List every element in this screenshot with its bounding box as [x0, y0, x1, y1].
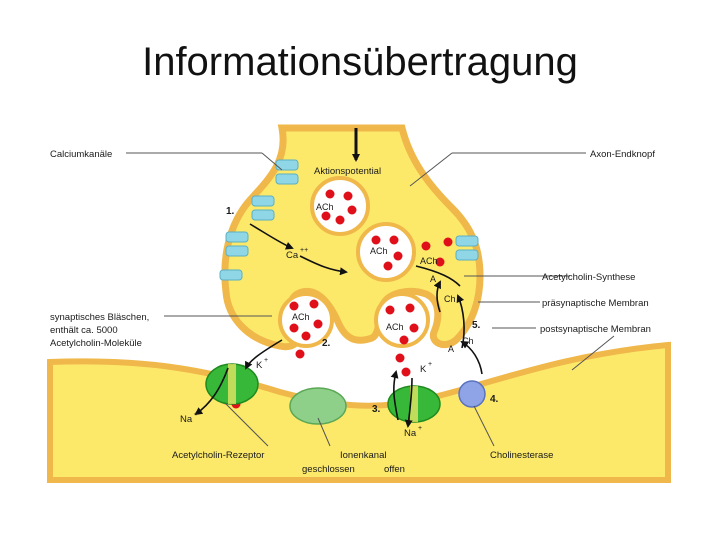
label-na-left-plus: + — [194, 411, 198, 418]
label-step-1: 1. — [226, 206, 235, 217]
label-ach-vesicle-3: ACh — [292, 312, 310, 322]
label-k-left-plus: + — [264, 357, 268, 364]
label-ch-upper: Ch — [444, 294, 456, 304]
label-calciumkanaele: Calciumkanäle — [50, 149, 112, 160]
label-k-right-plus: + — [428, 361, 432, 368]
label-blaeschen-line-3: Acetylcholin-Moleküle — [50, 338, 142, 349]
slide-title: Informationsübertragung — [142, 40, 578, 84]
cholinesterase-enzyme — [458, 380, 486, 408]
label-k-left: K — [256, 360, 263, 371]
calcium-channel-3 — [225, 231, 249, 257]
label-ca: Ca — [286, 250, 299, 261]
label-ch-lower: Ch — [462, 336, 474, 346]
label-ionenkanal: Ionenkanal — [340, 450, 386, 461]
postsynaptic-cell — [47, 341, 671, 483]
label-blaeschen-line-1: synaptisches Bläschen, — [50, 312, 149, 323]
label-ionenkanal-offen: offen — [384, 464, 405, 475]
label-na-left: Na — [180, 414, 193, 425]
process-arrows — [194, 128, 483, 428]
label-ach-vesicle-4: ACh — [386, 322, 404, 332]
label-acetylcholin-rezeptor: Acetylcholin-Rezeptor — [172, 450, 264, 461]
label-a-lower: A — [448, 344, 454, 354]
label-ca-charge: ++ — [300, 247, 308, 254]
label-step-3: 3. — [372, 404, 381, 415]
label-postsynaptische-membran: postsynaptische Membran — [540, 324, 651, 335]
calcium-channel-4 — [219, 269, 243, 281]
label-aktionspotential: Aktionspotential — [314, 166, 381, 177]
label-ach-vesicle-1: ACh — [316, 202, 334, 212]
label-praesynaptische-membran: präsynaptische Membran — [542, 298, 649, 309]
label-ach-vesicle-2: ACh — [370, 246, 388, 256]
label-na-right-plus: + — [418, 425, 422, 432]
ion-channel-closed — [289, 387, 347, 425]
calcium-channel-5 — [455, 235, 479, 261]
label-cholinesterase: Cholinesterase — [490, 450, 553, 461]
calcium-channel-2 — [251, 195, 275, 221]
label-k-right: K — [420, 364, 427, 375]
label-blaeschen-line-2: enthält ca. 5000 — [50, 325, 118, 336]
label-ionenkanal-geschlossen: geschlossen — [302, 464, 355, 475]
label-axon-endknopf: Axon-Endknopf — [590, 149, 655, 160]
label-step-5: 5. — [472, 320, 481, 331]
label-acetylcholin-synthese: Acetylcholin-Synthese — [542, 272, 635, 283]
leader-lines — [126, 152, 615, 447]
label-step-4: 4. — [490, 394, 499, 405]
acetylcholine-receptor-left — [205, 363, 259, 405]
label-step-2: 2. — [322, 338, 331, 349]
acetylcholine-receptor-open — [387, 385, 441, 423]
label-a-upper: A — [430, 274, 436, 284]
label-na-right: Na — [404, 428, 417, 439]
label-ach-released: ACh — [420, 256, 438, 266]
